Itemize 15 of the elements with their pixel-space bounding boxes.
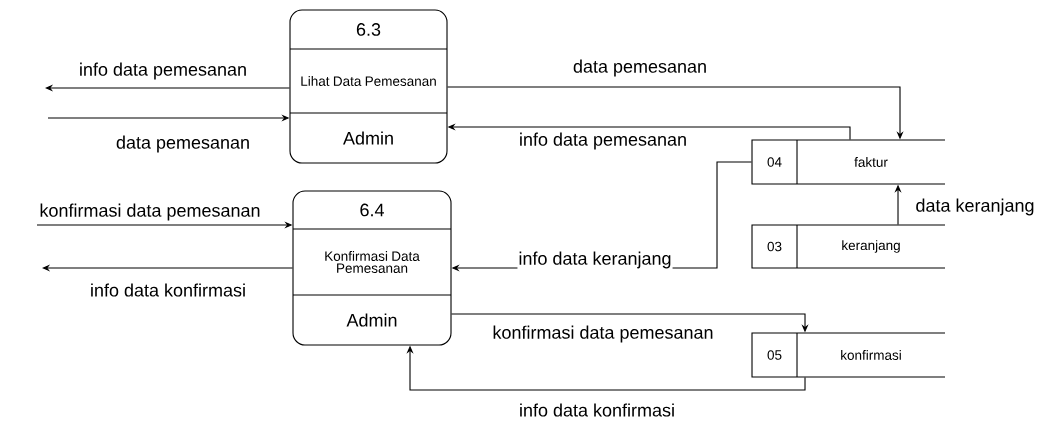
- data-store: 04 faktur: [751, 139, 946, 185]
- process-box: 6.4 Konfirmasi Data Pemesanan Admin: [292, 190, 452, 346]
- edge-label: info data konfirmasi: [517, 402, 677, 418]
- edge-label: konfirmasi data pemesanan: [38, 202, 262, 222]
- data-store: 03 keranjang: [751, 224, 946, 269]
- edge-label: info data keranjang: [517, 250, 673, 270]
- edge-label: data keranjang: [914, 197, 1036, 217]
- edge-label: data pemesanan: [571, 58, 709, 78]
- data-store: 05 konfirmasi: [751, 332, 946, 378]
- edge-label: data pemesanan: [114, 134, 252, 154]
- edge-label: info data pemesanan: [517, 131, 689, 151]
- edge-label: info data konfirmasi: [88, 282, 248, 298]
- edge-label: konfirmasi data pemesanan: [491, 324, 715, 344]
- edge-label: info data pemesanan: [77, 61, 249, 81]
- process-box: 6.3 Lihat Data Pemesanan Admin: [289, 9, 448, 164]
